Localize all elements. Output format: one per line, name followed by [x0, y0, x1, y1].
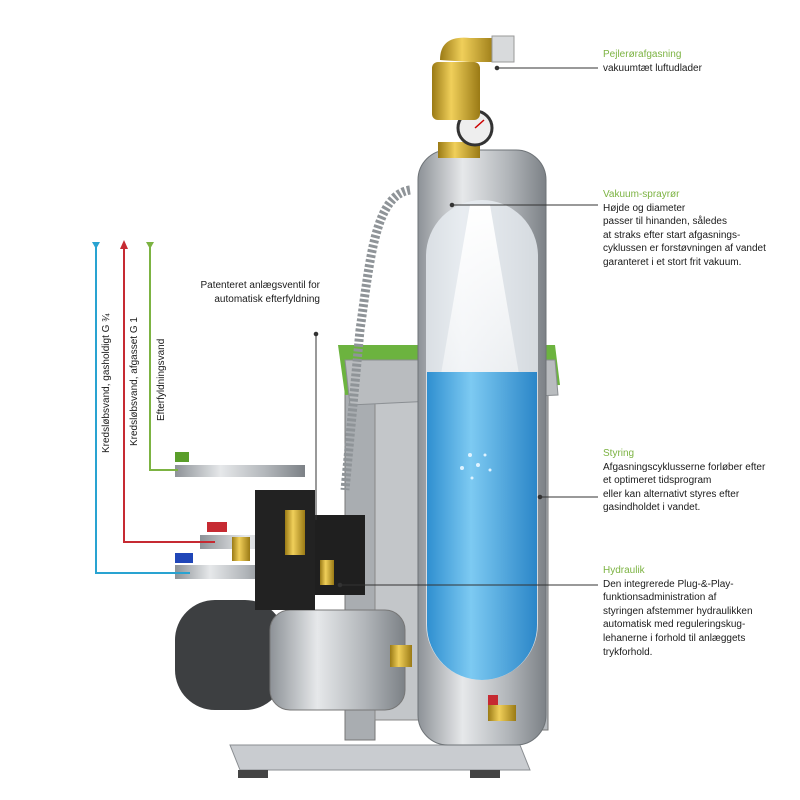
callout-body: Afgasningscyklusserne forløber efter et …: [603, 461, 766, 514]
callout-spray-tube: Vakuum-sprayrør Højde og diameter passer…: [603, 188, 766, 270]
pump: [175, 600, 412, 711]
callout-heading: Vakuum-sprayrør: [603, 189, 680, 200]
flow-line-refill: [146, 242, 178, 471]
arrow-up-icon: [120, 240, 128, 249]
red-valve-handle: [207, 522, 227, 532]
arrow-down-icon: [146, 242, 154, 249]
vacuum-spray-tube: [417, 149, 547, 746]
arrow-down-icon: [92, 242, 100, 249]
blue-valve-handle: [175, 553, 193, 563]
leader-lines: [313, 65, 598, 588]
flow-label-refill: Efterfyldningsvand: [156, 338, 167, 421]
callout-body: vakuumtæt luftudlader: [603, 62, 702, 74]
braided-hose: [340, 185, 412, 491]
callout-body: Den integrerede Plug-&-Play- funktionsad…: [603, 578, 753, 658]
base-frame: [229, 744, 531, 778]
callout-heading: Hydraulik: [603, 565, 645, 576]
spray-cone: [440, 205, 520, 380]
callout-heading: Pejlerørafgasning: [603, 49, 682, 60]
vent-fitting: [432, 35, 515, 158]
green-valve-handle: [175, 452, 189, 462]
flow-label-gas-rich: Kredsløbsvand, gasholdigt G ¾: [101, 313, 112, 453]
callout-heading: Styring: [603, 448, 635, 459]
flow-line-degassed: [120, 240, 215, 543]
flow-label-degassed: Kredsløbsvand, afgasset G 1: [129, 317, 140, 446]
water-level: [427, 372, 537, 680]
callout-vent: Pejlerørafgasning vakuumtæt luftudlader: [603, 48, 702, 75]
callout-body: Højde og diameter passer til hinanden, s…: [603, 202, 766, 268]
flow-line-gas-rich: [92, 242, 190, 574]
callout-control: Styring Afgasningscyklusserne forløber e…: [603, 447, 765, 515]
callout-hydraulics: Hydraulik Den integrerede Plug-&-Play- f…: [603, 564, 753, 659]
drain-valve: [488, 695, 516, 721]
piping: [175, 452, 365, 610]
patent-valve-label: Patenteret anlægsventil for automatisk e…: [200, 280, 320, 305]
